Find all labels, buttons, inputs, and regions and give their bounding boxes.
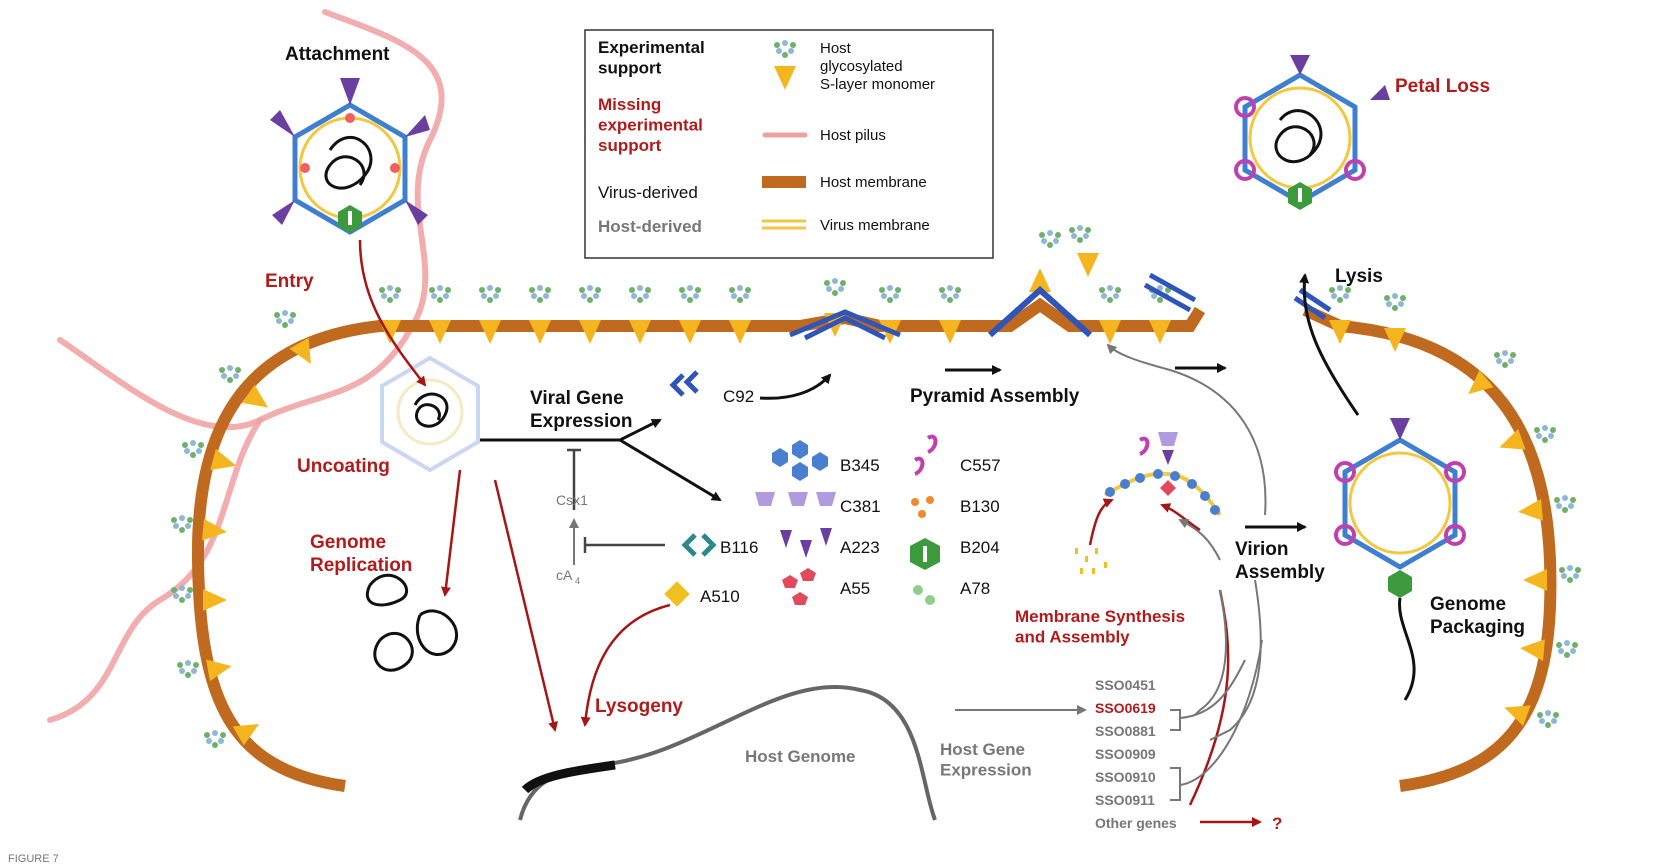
label-lysis: Lysis [1335,266,1383,287]
membrane-synthesis-figure [1075,432,1222,574]
host-membrane-right [1302,304,1557,792]
label-pyramid-assembly: Pyramid Assembly [910,386,1080,407]
protein-b204-icon [910,538,940,570]
label-b116: B116 [720,538,758,557]
host-genome-provirus [521,760,616,794]
label-c557: C557 [960,456,1001,475]
virion-uncoating [380,355,480,473]
pyramid-assembled [987,285,1093,338]
label-c92: C92 [723,387,754,406]
legend-pilus: Host pilus [820,127,886,144]
label-entry: Entry [265,271,314,292]
pyramid-forming [789,309,901,341]
label-c381: C381 [840,497,881,516]
label-ca4-subscript: 4 [575,576,580,586]
host-pilus-lower [47,417,263,723]
host-gene-other: Other genes [1095,815,1177,831]
virion-packaging [1334,418,1466,701]
legend-virus-derived: Virus-derived [598,183,698,202]
protein-b116-icon [681,533,717,557]
legend-host-derived: Host-derived [598,217,702,236]
host-gene-sso0910: SSO0910 [1095,769,1156,785]
protein-c92-icon [669,370,699,397]
protein-b345-icon [772,440,828,481]
protein-a78-icon [913,585,935,605]
label-a78: A78 [960,579,990,598]
host-gene-sso0911: SSO0911 [1095,792,1155,808]
label-b130: B130 [960,497,1000,516]
protein-c557-icon [913,434,938,476]
legend-host-membrane-icon [762,176,806,188]
label-uncoating: Uncoating [297,456,390,477]
host-gene-sso0451: SSO0451 [1095,677,1156,693]
label-petal-loss: Petal Loss [1395,76,1490,97]
host-gene-sso0881: SSO0881 [1095,723,1156,739]
protein-a223-icon [780,528,832,558]
protein-b130-icon [911,496,934,518]
label-a223: A223 [840,538,880,557]
inhibition-lines [567,448,665,553]
figure-caption: FIGURE 7 [8,853,59,865]
host-gene-sso0909: SSO0909 [1095,746,1156,762]
red-arrows [358,239,1262,827]
host-pilus [57,9,445,431]
host-gene-sso0619: SSO0619 [1095,700,1156,716]
replicated-genomes [365,573,458,672]
virion-attachment [270,78,430,235]
grey-arrows [955,343,1267,801]
protein-a55-icon [782,568,816,605]
uncoating-genome [413,392,449,428]
process-arrows [480,273,1360,532]
protein-a510-icon [664,581,690,607]
label-b204: B204 [960,538,1000,557]
label-lysogeny: Lysogeny [595,696,683,717]
label-ca4: cA [556,567,573,583]
legend-virus-membrane-icon [762,219,806,230]
unknown-question-mark: ? [1272,814,1282,833]
label-a510: A510 [700,587,740,606]
legend-host-membrane: Host membrane [820,174,927,191]
label-host-genome: Host Genome [745,747,856,766]
s-layer-sides [171,310,1581,748]
label-b345: B345 [840,456,880,475]
label-csx1: Csx1 [556,492,588,508]
protein-c381-icon [755,492,836,506]
pyramid-open [1143,272,1332,321]
legend-virus-membrane: Virus membrane [820,217,930,234]
host-genome-strand [518,684,937,821]
label-attachment: Attachment [285,44,390,65]
virion-petal-loss [1234,55,1390,210]
label-a55: A55 [840,579,870,598]
